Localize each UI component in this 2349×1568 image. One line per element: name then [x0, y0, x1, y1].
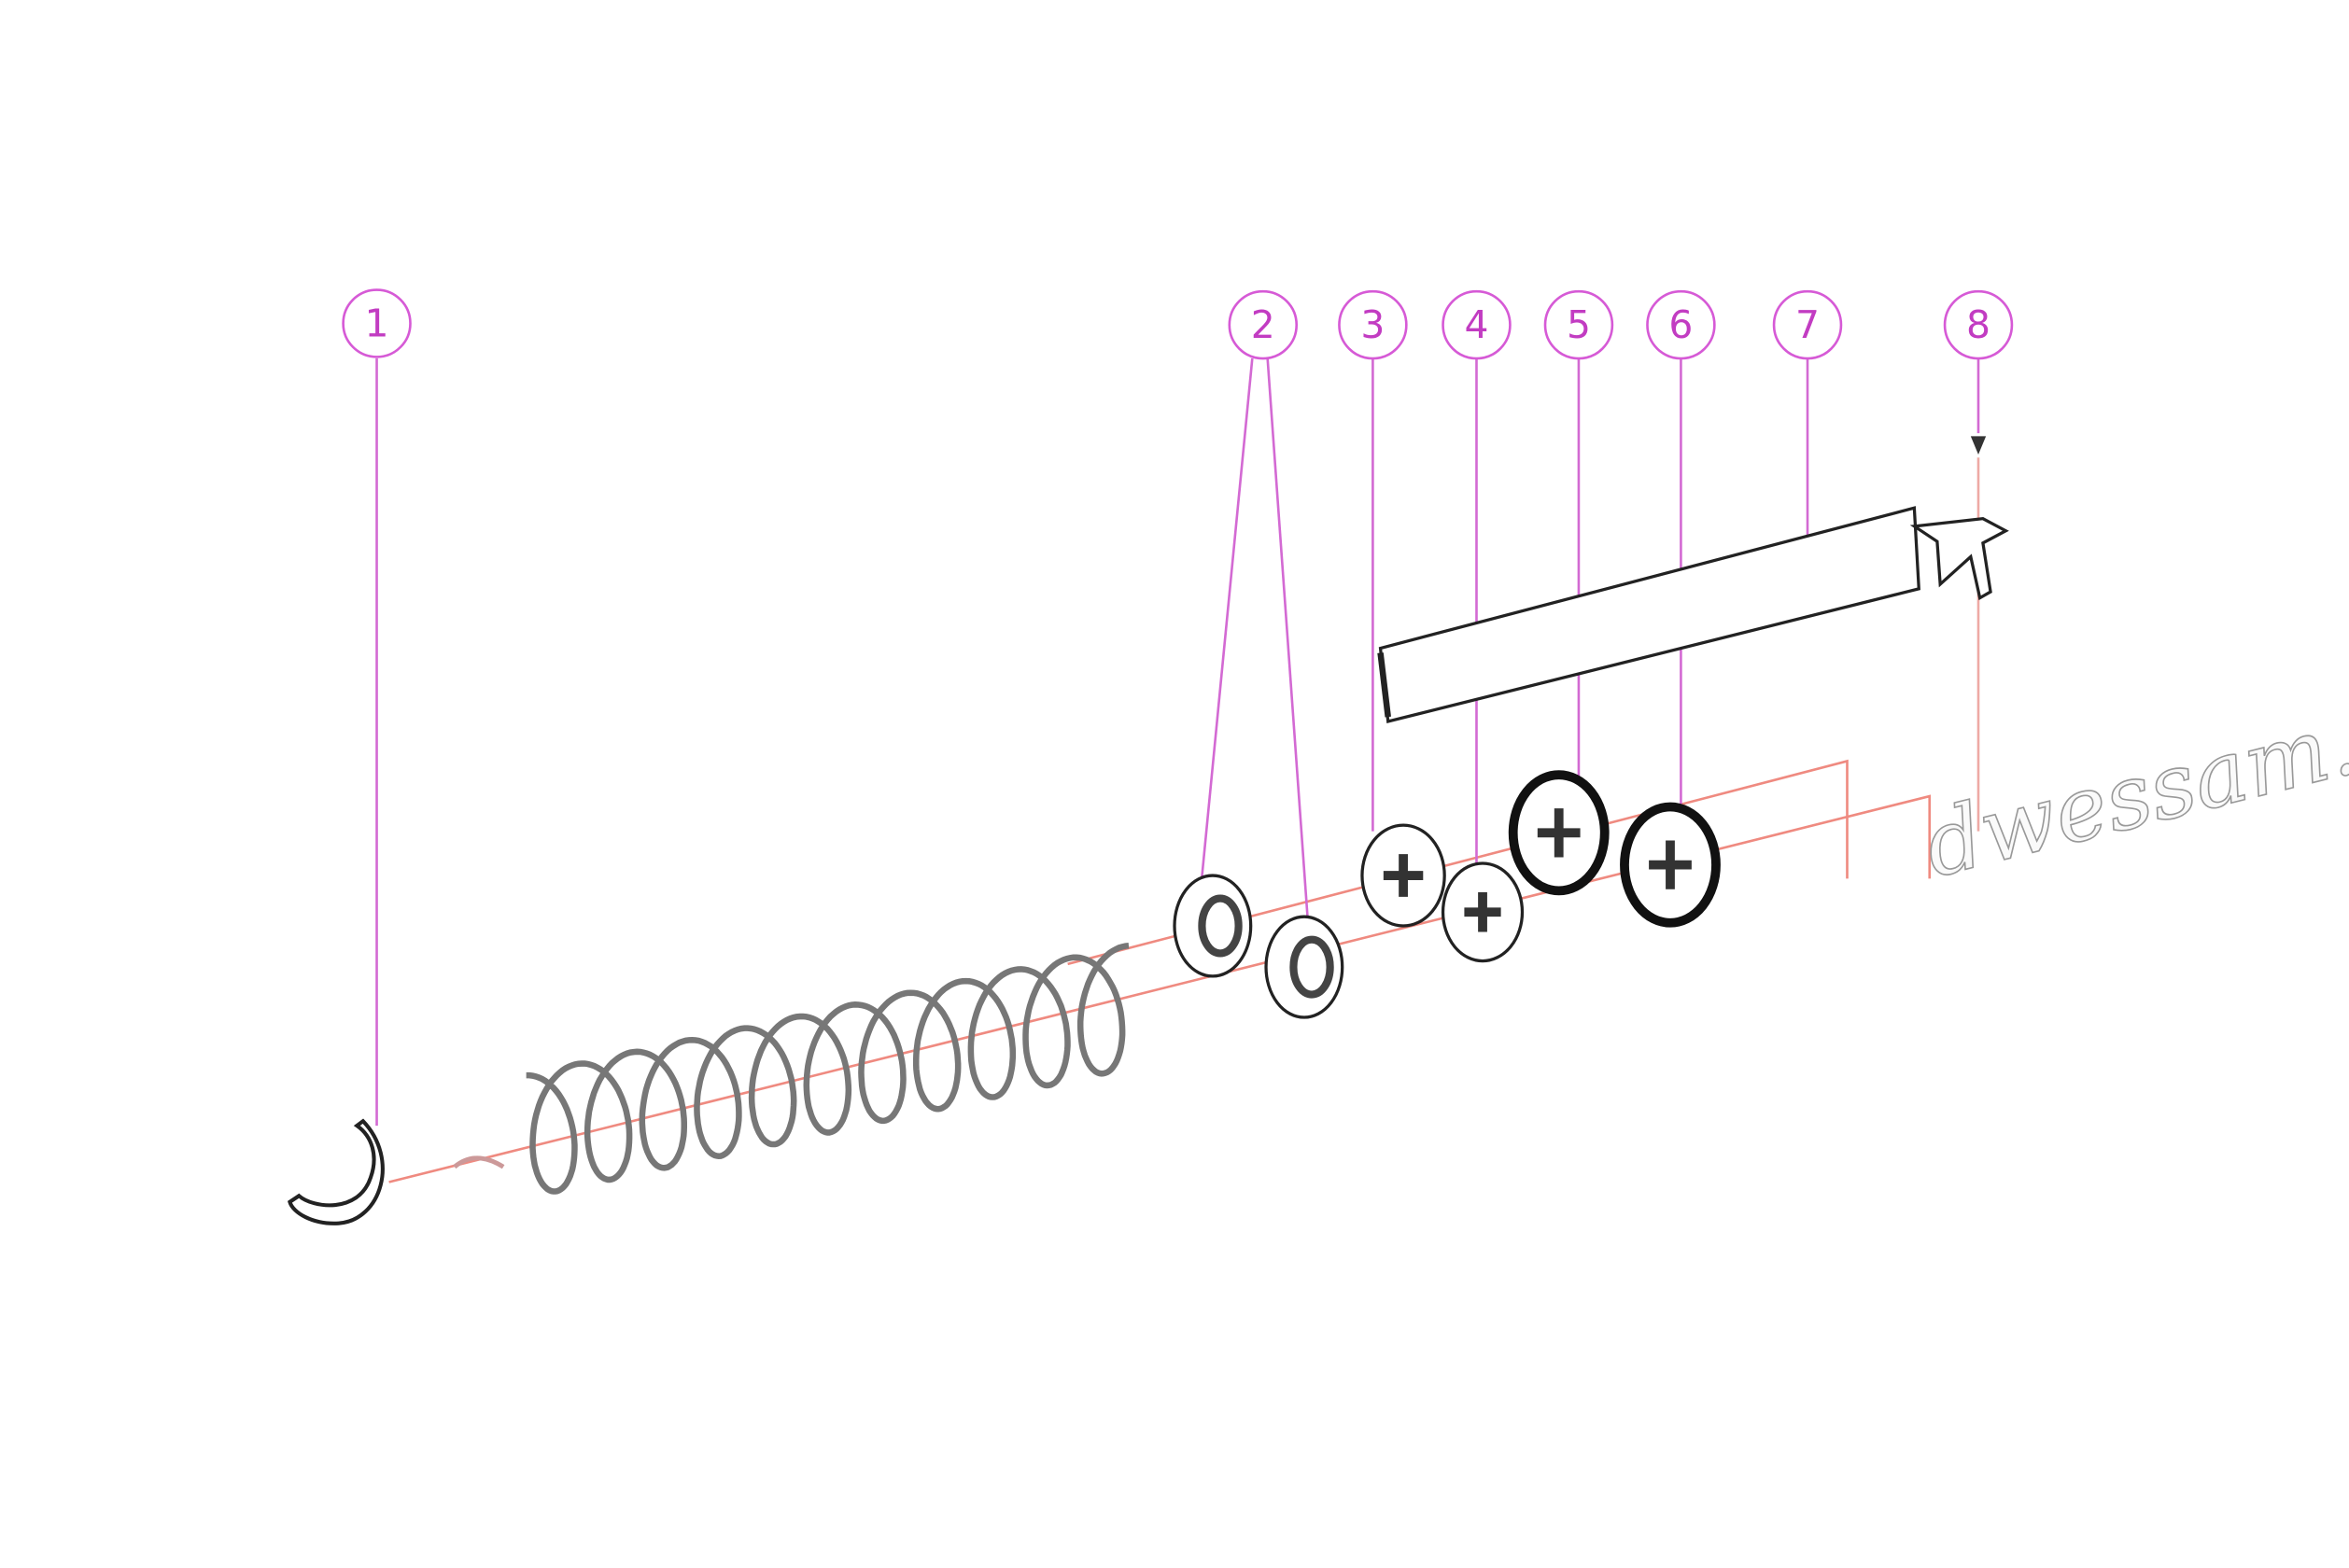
part-3-disc	[1360, 823, 1446, 928]
callout-label: 1	[365, 301, 389, 345]
callout-2: 2	[1228, 289, 1299, 360]
part-6-wheel	[1620, 802, 1721, 928]
callout-label: 3	[1360, 302, 1385, 347]
callout-5: 5	[1543, 289, 1614, 360]
callout-4: 4	[1442, 289, 1512, 360]
callout-label: 5	[1567, 302, 1591, 347]
callout-8: 8	[1943, 289, 2014, 360]
part-spring	[453, 942, 1130, 1195]
callout-label: 4	[1464, 302, 1488, 347]
part-7-bar	[1377, 506, 2009, 724]
part-8-screw	[1970, 436, 1987, 455]
callout-1: 1	[342, 288, 412, 358]
callout-6: 6	[1646, 289, 1716, 360]
part-1-retaining-clip	[288, 1118, 385, 1225]
callout-label: 2	[1251, 302, 1275, 347]
watermark: dwessam.de	[1915, 665, 2349, 898]
callout-label: 6	[1668, 302, 1693, 347]
callout-7: 7	[1772, 289, 1843, 360]
part-2-hub-a	[1173, 874, 1253, 978]
part-5-wheel	[1508, 770, 1610, 896]
part-2-hub-b	[1264, 915, 1344, 1019]
callout-3: 3	[1338, 289, 1408, 360]
part-4-disc	[1441, 861, 1525, 963]
callout-label: 7	[1795, 302, 1820, 347]
leader-lines	[375, 357, 1980, 1127]
callout-label: 8	[1966, 302, 1990, 347]
